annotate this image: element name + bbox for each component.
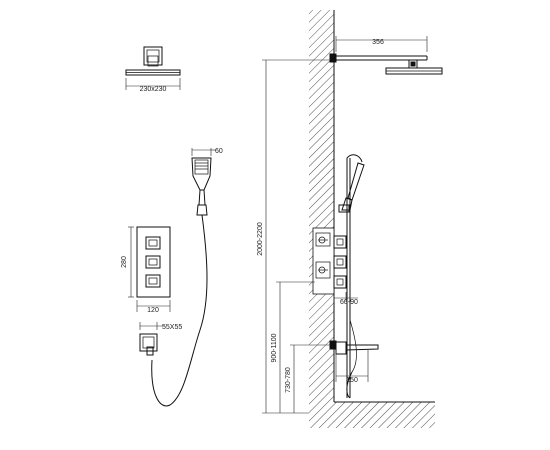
- valve-panel-view: 280 120: [121, 226, 171, 314]
- shower-head-size-label: 230x230: [140, 86, 167, 93]
- showerhead-top-view: 230x230: [125, 46, 181, 93]
- panel-height-label: 280: [121, 256, 128, 268]
- mixer-height-label: 730-780: [285, 367, 292, 393]
- slide-rail-side: 60-90: [333, 154, 365, 399]
- arm-length-label: 356: [372, 39, 384, 46]
- height-dimensions: 2000-2200 900-1100 730-780: [257, 59, 330, 414]
- valve-projection-label: 60-90: [340, 299, 358, 306]
- hand-shower-view: 60: [151, 148, 223, 407]
- spout-length-label: 150: [346, 377, 358, 384]
- wall-section: [309, 10, 435, 428]
- shower-arm-side: 356: [329, 36, 443, 75]
- panel-width-label: 120: [147, 307, 159, 314]
- spout-side: 150: [329, 340, 379, 384]
- total-height-label: 2000-2200: [257, 222, 264, 256]
- outlet-size-label: 55X55: [162, 324, 182, 331]
- outlet-view: 55X55: [139, 322, 182, 356]
- spout-height-label: 900-1100: [271, 333, 278, 362]
- handshower-width-label: 60: [215, 148, 223, 155]
